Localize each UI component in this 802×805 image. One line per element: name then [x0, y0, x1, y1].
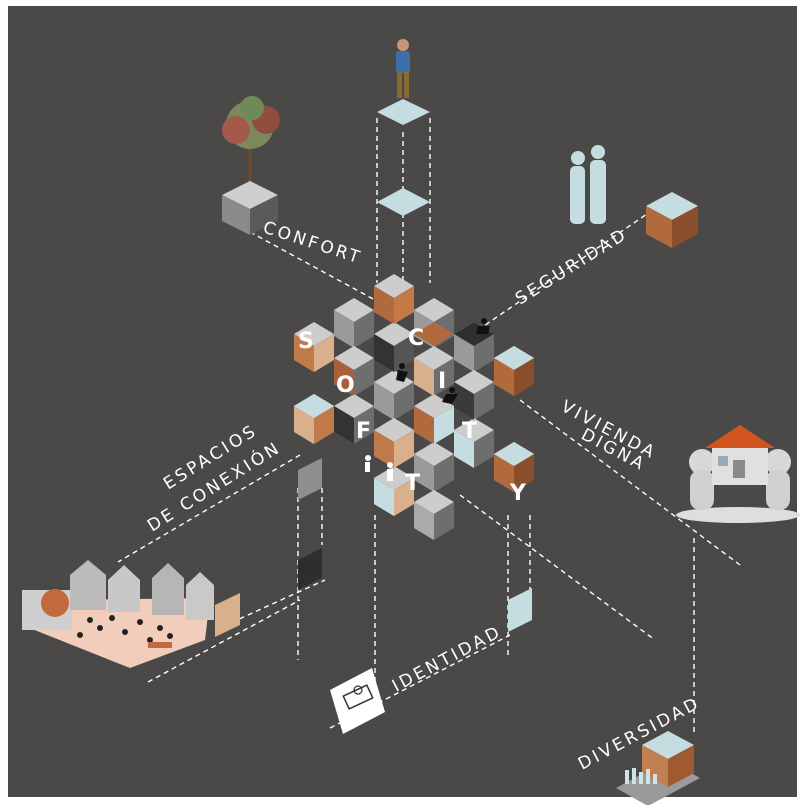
block-gray	[298, 458, 322, 500]
crowd-icon	[625, 768, 657, 784]
seguridad-cube	[646, 192, 698, 248]
label-identidad: IDENTIDAD	[389, 622, 506, 697]
letter-i: I	[438, 369, 446, 394]
letter-o: O	[336, 373, 355, 398]
label-confort: CONFORT	[260, 218, 364, 269]
letter-y: Y	[509, 481, 527, 506]
town-square-icon	[22, 560, 240, 668]
house-icon	[676, 425, 800, 523]
label-seguridad: SEGURIDAD	[512, 224, 632, 309]
book-icon	[330, 668, 385, 734]
floating-tile	[377, 188, 430, 216]
letter-s: S	[298, 329, 314, 354]
softcity-cube-cluster	[294, 274, 534, 540]
standing-person-icon	[377, 39, 430, 125]
letter-t2: T	[462, 419, 477, 444]
tree-icon	[222, 96, 280, 235]
block-blue	[508, 588, 532, 632]
couple-icon	[570, 145, 606, 224]
silhouette-icons	[365, 318, 490, 481]
letter-t: T	[405, 471, 420, 496]
letter-c: C	[408, 326, 424, 351]
letter-f: F	[356, 419, 371, 444]
block-dark	[298, 548, 322, 590]
softcity-letters: S O F T C I T Y	[298, 326, 527, 506]
